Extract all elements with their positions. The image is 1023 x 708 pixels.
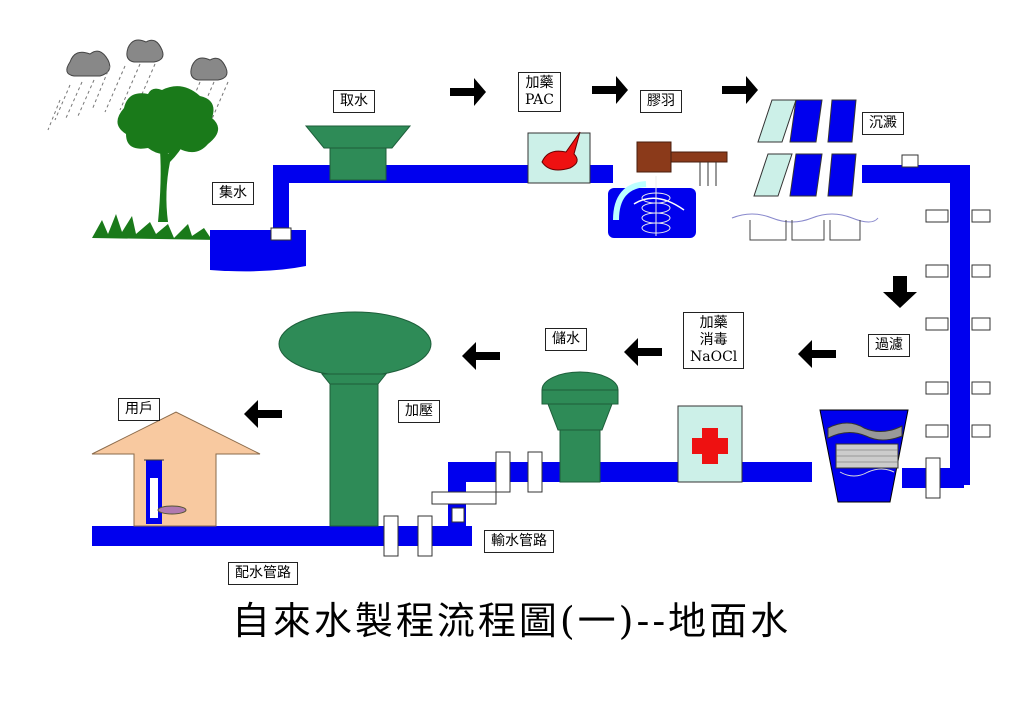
pressurize-label: 加壓 [398,400,440,423]
disinfect-label-line3: NaOCl [690,349,738,365]
disinfect-label: 加藥 消毒 NaOCl [683,312,745,369]
house-icon [91,411,261,527]
intake-hopper [304,125,412,181]
pac-dosing-label-line1: 加藥 [525,75,554,91]
filter-tank [819,409,909,503]
flocculation-tank [608,141,728,238]
intake-label: 取水 [333,90,375,113]
consumer-label: 用戶 [118,398,160,421]
tree-icon [92,86,222,240]
pac-dosing-tank [527,131,591,184]
pac-dosing-label: 加藥 PAC [518,72,561,112]
disinfection-tank [677,405,743,483]
rain-cloud-icon [66,39,228,81]
disinfect-label-line2: 消毒 [699,332,728,348]
storage-tank [541,371,619,483]
storage-label: 儲水 [545,328,587,351]
flow-arrows [244,76,917,428]
arrow-down-icon [883,276,917,308]
arrow-left-icon [798,340,836,368]
flocculation-label: 膠羽 [640,90,682,113]
sedimentation-label: 沉澱 [862,112,904,135]
diagram-title: 自來水製程流程圖(一)--地面水 [231,599,792,643]
arrow-right-icon [592,76,628,104]
disinfect-label-line1: 加藥 [699,315,728,331]
transmission-pipe-label: 輸水管路 [484,530,554,553]
collect-label: 集水 [212,182,254,205]
sedimentation-plates [753,99,857,197]
arrow-left-icon [462,342,500,370]
arrow-right-icon [450,78,486,106]
arrow-right-icon [722,76,758,104]
sedimentation-basin [731,213,879,241]
water-tower [278,311,432,527]
arrow-left-icon [244,400,282,428]
pac-dosing-label-line2: PAC [525,92,554,108]
distribution-pipe-label: 配水管路 [228,562,298,585]
filtration-label: 過濾 [868,334,910,357]
collection-basin [210,230,306,272]
arrow-left-icon [624,338,662,366]
pipe-flanges [270,154,991,557]
